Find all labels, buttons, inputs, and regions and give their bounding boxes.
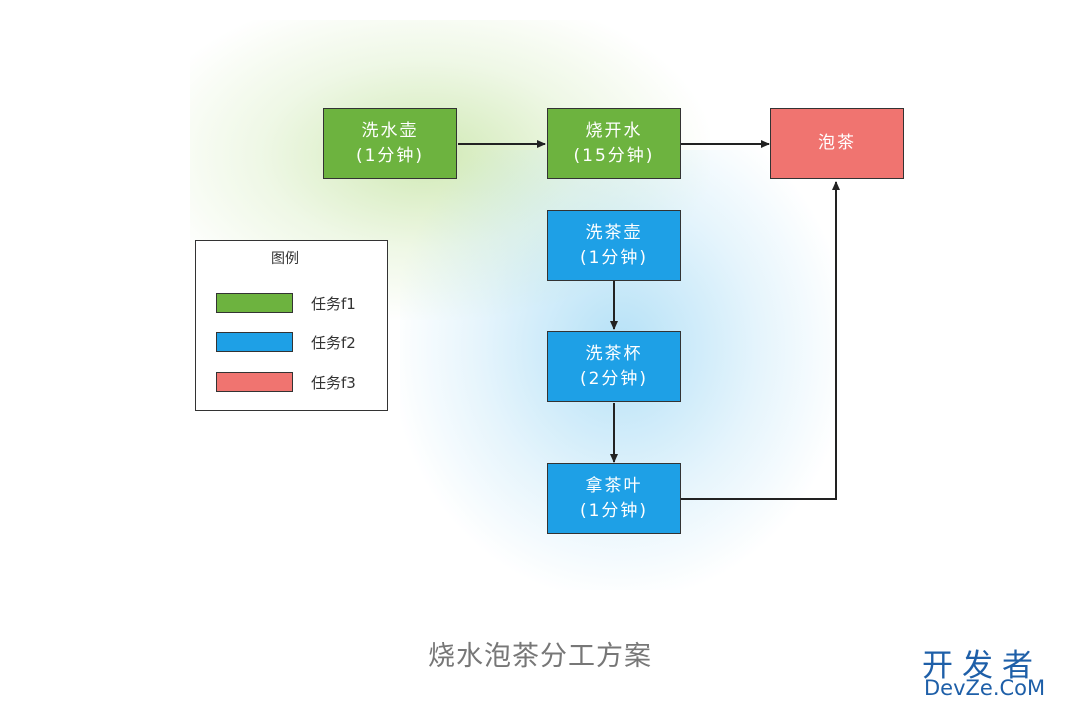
legend-swatch-f2 <box>216 332 293 352</box>
legend-label-f1: 任务f1 <box>311 295 356 313</box>
node-boil-water-duration: (15分钟) <box>573 145 655 166</box>
legend-label-f2: 任务f2 <box>311 334 356 352</box>
node-wash-teapot: 洗茶壶 (1分钟) <box>547 210 681 281</box>
node-wash-teapot-title: 洗茶壶 <box>585 222 643 243</box>
node-wash-cups-duration: (2分钟) <box>579 368 649 389</box>
arrow-tea-to-brew <box>681 181 840 500</box>
node-brew-tea-title: 泡茶 <box>818 133 856 153</box>
node-get-tea: 拿茶叶 (1分钟) <box>547 463 681 534</box>
legend-title: 图例 <box>271 251 299 267</box>
node-wash-cups: 洗茶杯 (2分钟) <box>547 331 681 402</box>
legend-swatch-f3 <box>216 372 293 392</box>
watermark-cn: 开发者 <box>922 648 1042 684</box>
node-wash-kettle-title: 洗水壶 <box>361 120 419 141</box>
node-wash-teapot-duration: (1分钟) <box>579 247 649 268</box>
watermark-en: DevZe.CoM <box>924 676 1046 700</box>
node-wash-kettle: 洗水壶 (1分钟) <box>323 108 457 179</box>
node-wash-kettle-duration: (1分钟) <box>355 145 425 166</box>
figure-caption: 烧水泡茶分工方案 <box>428 641 652 672</box>
node-wash-cups-title: 洗茶杯 <box>585 343 643 364</box>
legend-label-f3: 任务f3 <box>311 374 356 392</box>
node-boil-water-title: 烧开水 <box>585 120 643 141</box>
legend-swatch-f1 <box>216 293 293 313</box>
node-get-tea-duration: (1分钟) <box>579 500 649 521</box>
legend: 图例 任务f1 任务f2 任务f3 <box>195 240 388 411</box>
node-boil-water: 烧开水 (15分钟) <box>547 108 681 179</box>
node-get-tea-title: 拿茶叶 <box>585 475 643 496</box>
node-brew-tea: 泡茶 <box>770 108 904 179</box>
